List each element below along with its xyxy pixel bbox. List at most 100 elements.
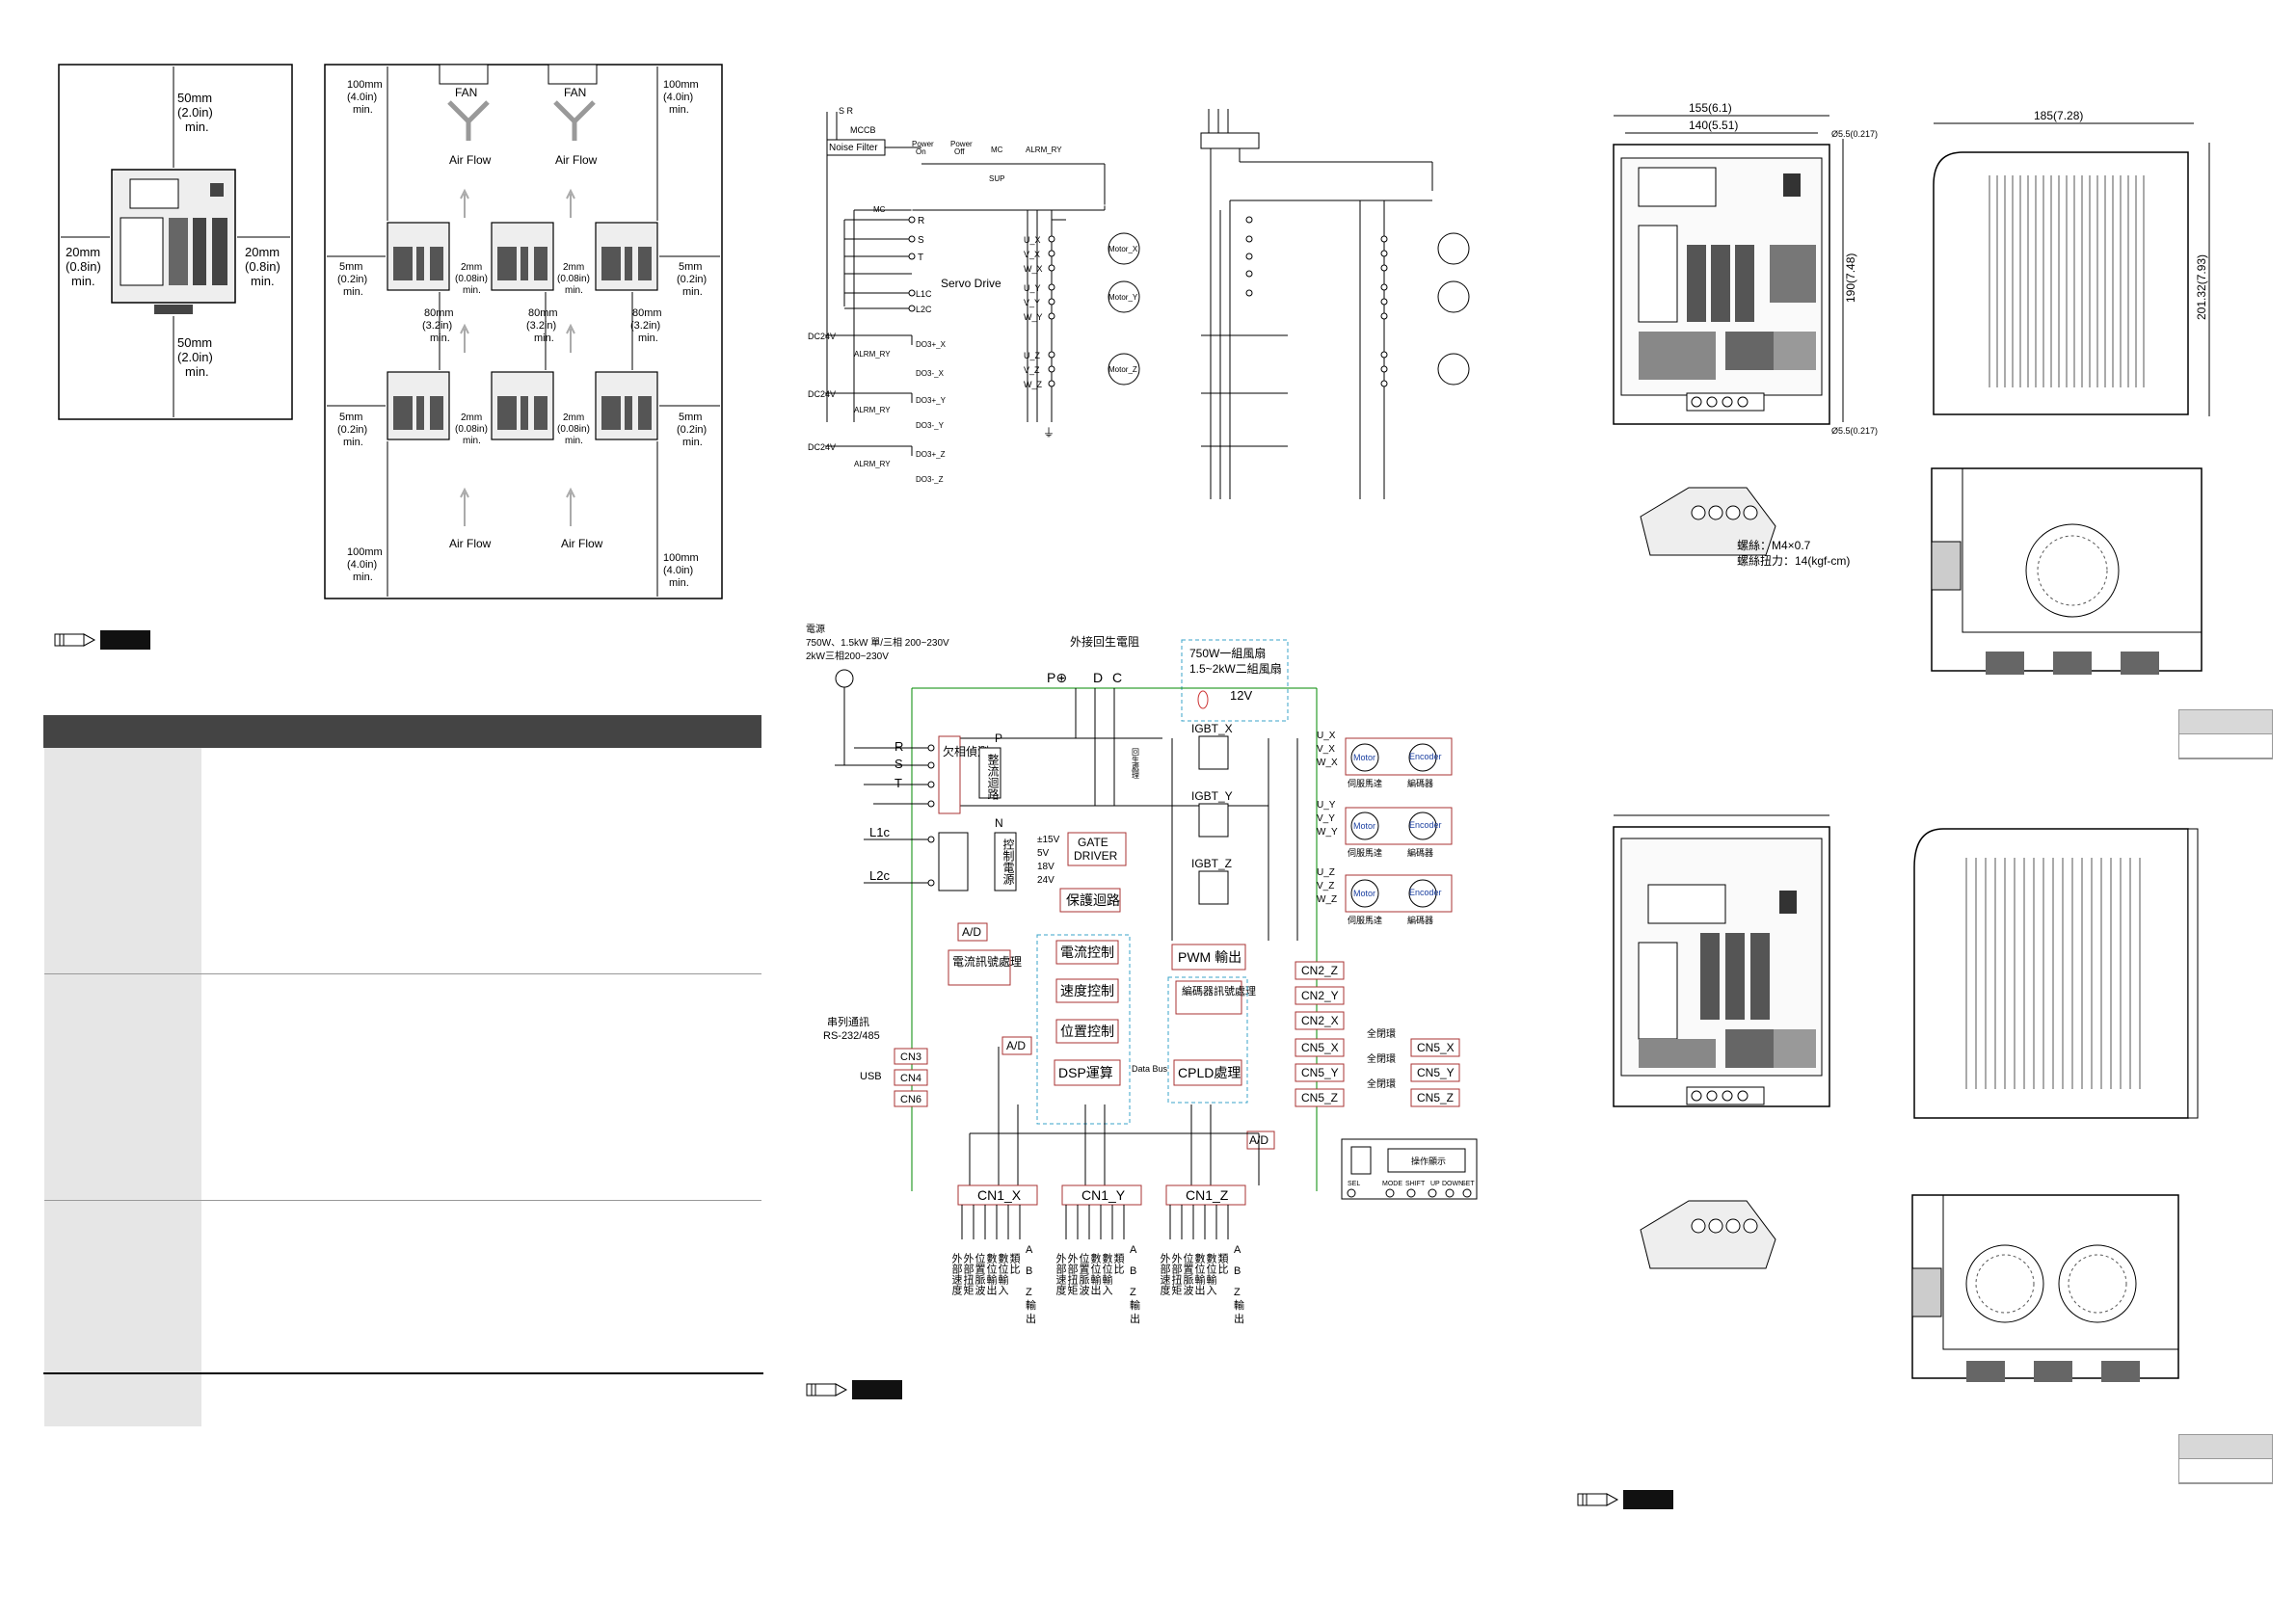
- l1c-label: L1c: [869, 825, 890, 839]
- v-z: V_Z: [1024, 365, 1040, 375]
- fan-icon: [2058, 1244, 2137, 1323]
- dimension-drawing-side-2: [1909, 810, 2217, 1137]
- corner-tr: 100mm(4.0in)min.: [663, 79, 699, 116]
- vgap-2: 80mm(3.2in)min.: [526, 307, 558, 344]
- spec-cell: [43, 747, 201, 974]
- protect-box: [1059, 888, 1121, 913]
- fan-label-1: FAN: [455, 86, 477, 99]
- ctrl-power-label: 控制電源: [1001, 838, 1015, 886]
- p-plus-label: P⊕: [1047, 670, 1067, 685]
- svg-text:B: B: [1130, 1265, 1136, 1277]
- u-x: U_X: [1024, 235, 1041, 245]
- cn5r-z: CN5_Z: [1417, 1091, 1454, 1104]
- fan-box-2: [547, 64, 598, 85]
- pos-ctrl-box: [1055, 1019, 1119, 1044]
- svg-text:B: B: [1234, 1265, 1241, 1277]
- cn5-x: CN5_X: [1301, 1041, 1339, 1054]
- c-label: C: [1112, 670, 1122, 685]
- ad-box-3: [1246, 1131, 1275, 1150]
- svg-text:B: B: [1026, 1265, 1032, 1277]
- bottom-connectors: [1986, 652, 2159, 675]
- cn2-boxes: [1295, 961, 1345, 1030]
- cn2-z: CN2_Z: [1301, 964, 1338, 977]
- svg-text:50mm(2.0in)min.: 50mm(2.0in)min.: [177, 91, 213, 134]
- side-l2: 5mm(0.2in)min.: [337, 412, 367, 448]
- spec-header-row: [43, 715, 761, 748]
- svg-text:伺服馬達: 伺服馬達: [1348, 915, 1382, 925]
- side-terminal: [1931, 541, 1962, 591]
- serial-labels: 串列通訊 RS-232/485 USB: [823, 1015, 882, 1082]
- screw-torque: 螺絲扭力：14(kgf-cm): [1737, 553, 1850, 568]
- screw-svg: 螺絲：M4×0.7 螺絲扭力：14(kgf-cm): [1640, 487, 1850, 568]
- servo-drive-label: Servo Drive: [941, 277, 1001, 290]
- gate-driver-box: [1067, 832, 1127, 866]
- mc-contact-label: MC: [873, 205, 886, 214]
- d-label: D: [1093, 670, 1103, 685]
- key-mode: MODE: [1382, 1181, 1402, 1187]
- bottom2-svg: [1911, 1194, 2179, 1382]
- bottom-view-svg: [1931, 467, 2203, 675]
- frame: [324, 64, 723, 599]
- svg-text:Motor: Motor: [1353, 821, 1375, 831]
- wiring-lines: [825, 112, 1159, 519]
- variant-circles: [1245, 216, 1470, 387]
- svg-text:外部扭矩: 外部扭矩: [1066, 1253, 1079, 1296]
- cn5r-x: CN5_X: [1417, 1041, 1455, 1054]
- corner-br: 100mm(4.0in)min.: [663, 552, 699, 589]
- bottom-inner: [1962, 467, 2203, 633]
- side-l1: 5mm(0.2in)min.: [337, 261, 367, 298]
- spec-cell: [43, 1200, 201, 1426]
- block-lines: [835, 687, 1298, 941]
- note-tag: [1623, 1490, 1673, 1509]
- n-label: N: [995, 816, 1003, 830]
- small-table-1: [2178, 709, 2273, 759]
- power-text: 電源 750W、1.5kW 單/三相 200~230V 2kW三相200~230…: [806, 623, 949, 662]
- heatsink-edge: [2187, 828, 2199, 1119]
- cn2-y: CN2_Y: [1301, 989, 1339, 1002]
- do-z-minus: DO3-_Z: [916, 475, 944, 484]
- svg-text:外部速度: 外部速度: [1159, 1253, 1171, 1296]
- cn4-label: CN4: [900, 1073, 921, 1084]
- dimension-drawing-bottom-1: [1928, 465, 2207, 692]
- svg-text:V_Z: V_Z: [1317, 881, 1334, 891]
- clearance-multi-diagram: FAN FAN Air Flow Air Flow: [324, 64, 723, 599]
- air-flow-label-1: Air Flow: [449, 153, 492, 167]
- svg-text:20mm(0.8in)min.: 20mm(0.8in)min.: [66, 245, 101, 288]
- svg-text:24V: 24V: [1037, 875, 1055, 886]
- svg-text:Motor: Motor: [1353, 889, 1375, 898]
- mc-label: MC: [991, 146, 1003, 154]
- v-x: V_X: [1024, 250, 1040, 259]
- svg-text:USB: USB: [860, 1071, 882, 1082]
- svg-text:A: A: [1130, 1244, 1137, 1256]
- cpld-label: CPLD處理: [1178, 1065, 1241, 1080]
- svg-text:18V: 18V: [1037, 862, 1055, 872]
- voltage-rails: ±15V 5V 18V 24V: [1037, 835, 1060, 886]
- spd-label: SUP: [989, 174, 1004, 183]
- protect-label: 保護迴路: [1066, 892, 1120, 908]
- svg-text:編碼器: 編碼器: [1407, 778, 1433, 788]
- igbt-z: IGBT_Z: [1191, 857, 1232, 870]
- fan-box-2: 1.5~2kW二組風扇: [1189, 661, 1282, 676]
- speed-ctrl-label: 速度控制: [1060, 983, 1114, 998]
- corner-tl: 100mm(4.0in)min.: [347, 79, 383, 116]
- svg-text:50mm(2.0in)min.: 50mm(2.0in)min.: [177, 335, 213, 379]
- igbt-x: IGBT_X: [1191, 722, 1233, 735]
- spec-header-cell-1: [43, 715, 201, 748]
- current-ctrl-label: 電流控制: [1060, 945, 1114, 960]
- clearance-single-diagram: 50mm(2.0in)min. 50mm(2.0in)min. 20mm(0.8…: [58, 64, 293, 420]
- left-in: (0.8in): [66, 259, 101, 274]
- pen-icon: [1577, 1493, 1619, 1506]
- w-x: W_X: [1024, 264, 1043, 274]
- spec-header-cell-2: [200, 715, 761, 748]
- svg-text:Encoder: Encoder: [1409, 888, 1442, 897]
- dim-front-svg: 155(6.1) 140(5.51) Ø5.5(0.217) Ø5.5(0.21…: [1613, 101, 1878, 436]
- alrm-ry-label: ALRM_RY: [1026, 146, 1062, 154]
- note-marker-2: [806, 1380, 902, 1399]
- key-sel: SEL: [1348, 1181, 1360, 1187]
- key-up: UP: [1430, 1181, 1440, 1187]
- gap-1: 2mm(0.08in)min.: [455, 262, 488, 296]
- dsp-label: DSP運算: [1058, 1065, 1113, 1080]
- dim-h190: 190(7.48): [1844, 253, 1857, 303]
